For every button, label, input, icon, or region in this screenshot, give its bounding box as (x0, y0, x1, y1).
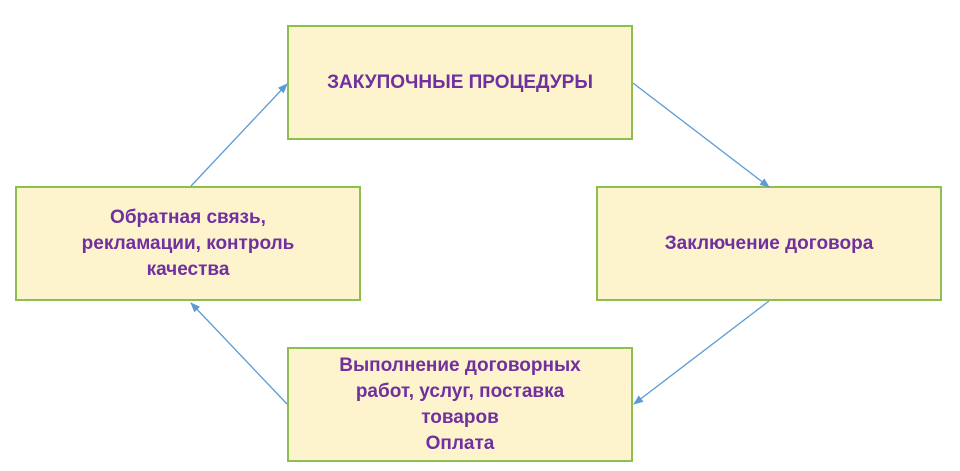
arrow-top-to-right (632, 82, 770, 188)
node-text-line: товаров (421, 406, 499, 428)
node-text-line: рекламации, контроль (81, 232, 295, 254)
node-text-line: ЗАКУПОЧНЫЕ ПРОЦЕДУРЫ (327, 71, 593, 93)
node-text-line: качества (146, 258, 230, 280)
node-feedback-quality: Обратная связь, рекламации, контроль кач… (15, 186, 361, 301)
node-text-line: работ, услуг, поставка (355, 380, 565, 402)
node-text-line: Выполнение договорных (339, 354, 581, 376)
arrow-right-to-bottom (633, 300, 770, 405)
node-contract-conclusion: Заключение договора (596, 186, 942, 301)
node-text-line: Оплата (425, 432, 495, 454)
node-contract-execution: Выполнение договорных работ, услуг, пост… (287, 347, 633, 462)
node-purchasing-procedures: ЗАКУПОЧНЫЕ ПРОЦЕДУРЫ (287, 25, 633, 140)
arrow-left-to-top (190, 83, 288, 187)
node-text-line: Обратная связь, (110, 206, 266, 228)
arrow-bottom-to-left (190, 302, 288, 405)
node-text-line: Заключение договора (664, 232, 874, 254)
